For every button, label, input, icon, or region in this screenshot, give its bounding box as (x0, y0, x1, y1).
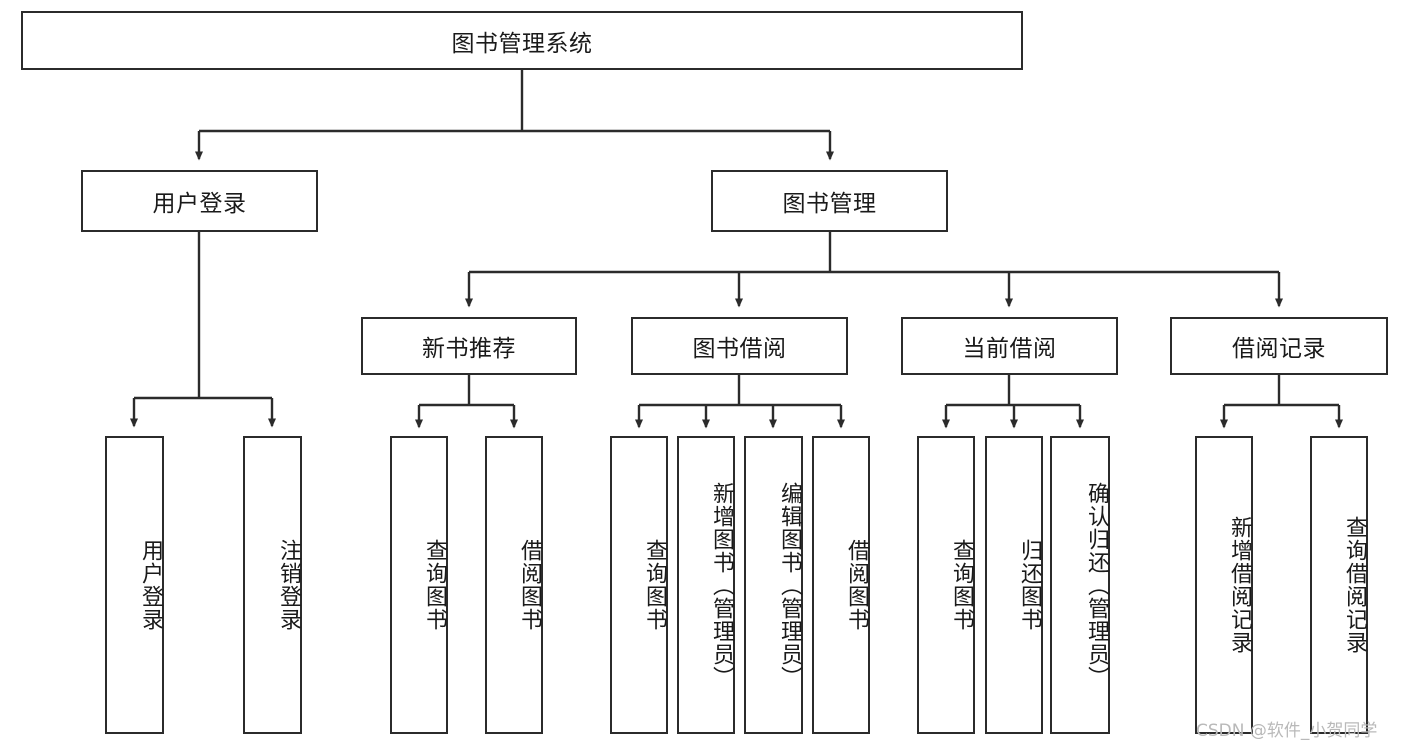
node-user-login[interactable]: 用户登录 (81, 170, 318, 232)
node-leaf-user-login-label: 用户登录 (138, 539, 163, 631)
node-book-borrow[interactable]: 图书借阅 (631, 317, 848, 375)
node-leaf-query-book-current[interactable]: 查询图书 (917, 436, 975, 734)
node-root-label: 图书管理系统 (451, 30, 593, 57)
node-new-book-recommend-label: 新书推荐 (422, 336, 516, 362)
node-leaf-borrow-book-label: 借阅图书 (844, 539, 869, 631)
node-leaf-confirm-return-admin-label: 确认归还（管理员） (1084, 481, 1109, 689)
node-borrow-records-label: 借阅记录 (1232, 336, 1326, 362)
node-leaf-edit-book-admin[interactable]: 编辑图书（管理员） (744, 436, 803, 734)
node-leaf-logout-label: 注销登录 (276, 539, 301, 631)
node-leaf-query-book-current-label: 查询图书 (949, 539, 974, 631)
node-leaf-logout[interactable]: 注销登录 (243, 436, 302, 734)
node-leaf-borrow-book[interactable]: 借阅图书 (812, 436, 870, 734)
node-leaf-add-borrow-record[interactable]: 新增借阅记录 (1195, 436, 1253, 734)
node-leaf-query-book-rec-label: 查询图书 (422, 539, 447, 631)
node-leaf-user-login[interactable]: 用户登录 (105, 436, 164, 734)
node-book-borrow-label: 图书借阅 (692, 336, 787, 362)
node-user-login-label: 用户登录 (152, 191, 247, 217)
node-leaf-borrow-book-rec[interactable]: 借阅图书 (485, 436, 543, 734)
node-leaf-query-book-borrow-label: 查询图书 (642, 539, 667, 631)
node-leaf-confirm-return-admin[interactable]: 确认归还（管理员） (1050, 436, 1110, 734)
node-current-borrow-label: 当前借阅 (962, 336, 1057, 362)
node-new-book-recommend[interactable]: 新书推荐 (361, 317, 577, 375)
node-leaf-edit-book-admin-label: 编辑图书（管理员） (777, 481, 802, 689)
node-leaf-add-borrow-record-label: 新增借阅记录 (1227, 516, 1252, 654)
node-book-management[interactable]: 图书管理 (711, 170, 948, 232)
node-leaf-add-book-admin[interactable]: 新增图书（管理员） (677, 436, 735, 734)
node-leaf-return-book-label: 归还图书 (1017, 539, 1042, 631)
node-leaf-borrow-book-rec-label: 借阅图书 (517, 539, 542, 631)
node-leaf-query-book-borrow[interactable]: 查询图书 (610, 436, 668, 734)
node-leaf-return-book[interactable]: 归还图书 (985, 436, 1043, 734)
node-root[interactable]: 图书管理系统 (21, 11, 1023, 70)
node-book-management-label: 图书管理 (782, 191, 877, 217)
node-leaf-query-borrow-record[interactable]: 查询借阅记录 (1310, 436, 1368, 734)
csdn-watermark: CSDN @软件_小贺同学 (1196, 721, 1378, 741)
node-borrow-records[interactable]: 借阅记录 (1170, 317, 1388, 375)
node-leaf-query-book-rec[interactable]: 查询图书 (390, 436, 448, 734)
node-current-borrow[interactable]: 当前借阅 (901, 317, 1118, 375)
node-leaf-add-book-admin-label: 新增图书（管理员） (709, 481, 734, 689)
node-leaf-query-borrow-record-label: 查询借阅记录 (1342, 516, 1367, 654)
